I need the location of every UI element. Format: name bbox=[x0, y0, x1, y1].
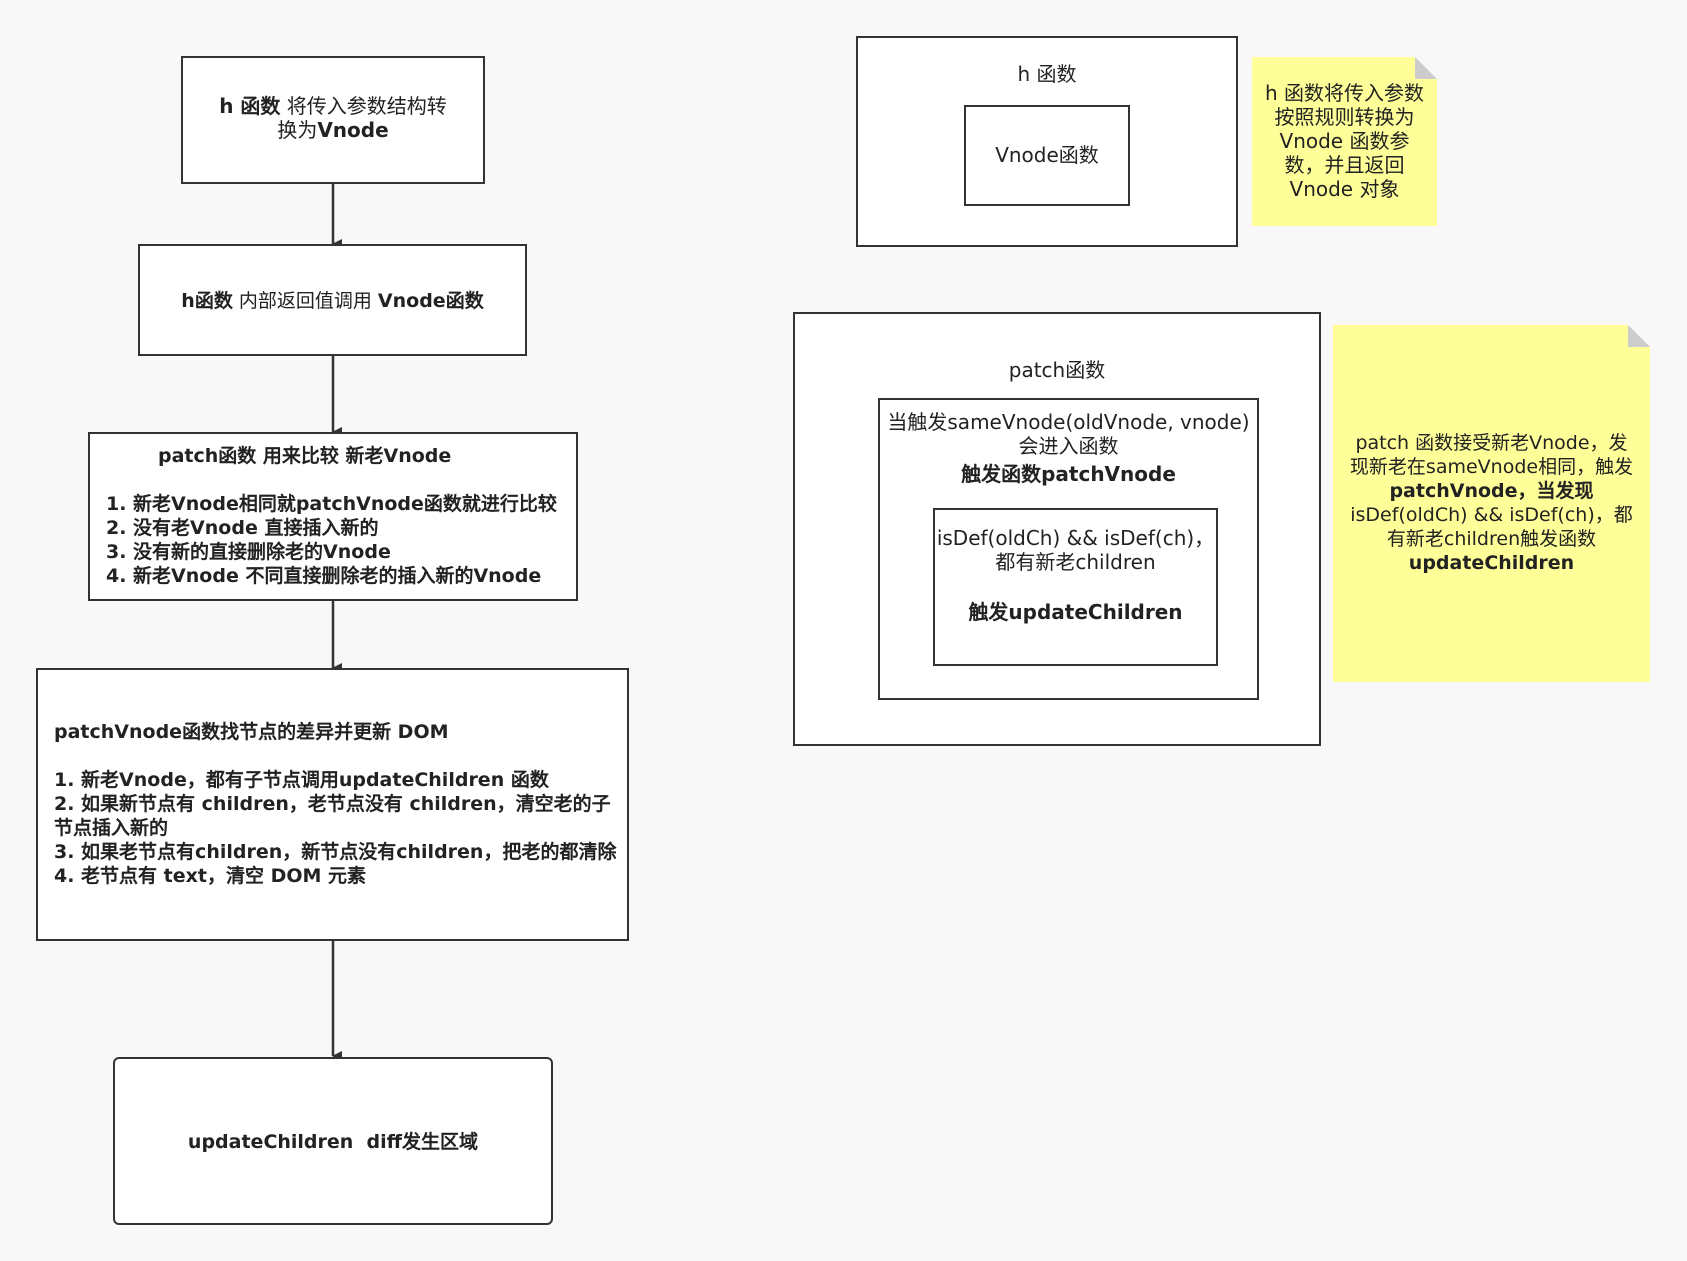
same-vnode-line-1: 当触发sameVnode(oldVnode, vnode) bbox=[887, 410, 1250, 434]
patch-panel-title: patch函数 bbox=[1008, 358, 1106, 382]
h-note-line-1: h 函数将传入参数 bbox=[1264, 81, 1425, 105]
vnode-fn-bold: Vnode函数 bbox=[377, 290, 484, 312]
note-fold bbox=[1415, 57, 1437, 79]
update-children-box[interactable]: updateChildren diff发生区域 bbox=[113, 1057, 553, 1225]
h-panel-title: h 函数 bbox=[1017, 62, 1077, 86]
update-children-text: updateChildren diff发生区域 bbox=[187, 1131, 479, 1153]
patch-vnode-rule-3: 3. 如果老节点有children，新节点没有children，把老的都清除 bbox=[54, 841, 617, 863]
patch-function-box[interactable]: patch函数 用来比较 新老Vnode 1. 新老Vnode相同就patchV… bbox=[88, 432, 578, 601]
patch-function-note: patch 函数接受新老Vnode，发 现新老在sameVnode相同，触发 p… bbox=[1333, 325, 1650, 682]
patch-note-line-6: updateChildren bbox=[1408, 552, 1575, 574]
patch-vnode-box[interactable]: patchVnode函数找节点的差异并更新 DOM 1. 新老Vnode，都有子… bbox=[36, 668, 629, 941]
same-vnode-line-2: 会进入函数 bbox=[1018, 434, 1119, 458]
patch-vnode-rule-1: 1. 新老Vnode，都有子节点调用updateChildren 函数 bbox=[54, 769, 549, 791]
trigger-patch-vnode: 触发函数patchVnode bbox=[961, 462, 1176, 486]
patch-note-line-2: 现新老在sameVnode相同，触发 bbox=[1349, 456, 1634, 478]
vnode-label: Vnode bbox=[317, 118, 389, 142]
h-function-desc: 将传入参数结构转 bbox=[280, 94, 447, 118]
patch-rule-4: 4. 新老Vnode 不同直接删除老的插入新的Vnode bbox=[106, 565, 542, 587]
h-returns-vnode-text: h函数 内部返回值调用 Vnode函数 bbox=[140, 289, 525, 313]
h-fn-bold: h函数 bbox=[181, 290, 233, 312]
patch-note-line-5: 有新老children触发函数 bbox=[1386, 528, 1597, 550]
vnode-function-box[interactable]: Vnode函数 bbox=[964, 105, 1130, 206]
patch-rule-2: 2. 没有老Vnode 直接插入新的 bbox=[106, 517, 379, 539]
h-note-line-4: 数，并且返回 bbox=[1284, 153, 1405, 177]
note-fold bbox=[1628, 325, 1650, 347]
patch-vnode-rule-2b: 节点插入新的 bbox=[54, 817, 169, 839]
h-note-line-5: Vnode 对象 bbox=[1289, 177, 1400, 201]
patch-function-panel[interactable]: patch函数 当触发sameVnode(oldVnode, vnode) 会进… bbox=[793, 312, 1321, 746]
h-function-desc2: 换为 bbox=[277, 118, 318, 142]
h-returns-vnode-box[interactable]: h函数 内部返回值调用 Vnode函数 bbox=[138, 244, 527, 356]
patch-vnode-rule-2: 2. 如果新节点有 children，老节点没有 children，清空老的子 bbox=[54, 793, 611, 815]
update-children-trigger-box[interactable]: isDef(oldCh) && isDef(ch)， 都有新老children … bbox=[933, 508, 1218, 666]
h-function-note: h 函数将传入参数 按照规则转换为 Vnode 函数参 数，并且返回 Vnode… bbox=[1252, 57, 1437, 226]
patch-rule-1: 1. 新老Vnode相同就patchVnode函数就进行比较 bbox=[106, 493, 557, 515]
patch-note-line-4: isDef(oldCh) && isDef(ch)，都 bbox=[1350, 504, 1633, 526]
patch-vnode-title: patchVnode函数找节点的差异并更新 DOM bbox=[54, 721, 449, 743]
patch-note-line-3: patchVnode，当发现 bbox=[1389, 480, 1594, 502]
same-vnode-box[interactable]: 当触发sameVnode(oldVnode, vnode) 会进入函数 触发函数… bbox=[878, 398, 1259, 700]
h-function-box-text: h 函数 将传入参数结构转换为Vnode bbox=[183, 94, 483, 142]
h-note-line-2: 按照规则转换为 bbox=[1274, 105, 1415, 129]
h-note-line-3: Vnode 函数参 bbox=[1279, 129, 1410, 153]
h-function-label: h 函数 bbox=[219, 94, 281, 118]
patch-function-title: patch函数 用来比较 新老Vnode bbox=[158, 445, 452, 467]
vnode-function-label: Vnode函数 bbox=[995, 143, 1099, 167]
patch-rule-3: 3. 没有新的直接删除老的Vnode bbox=[106, 541, 391, 563]
trigger-update-children: 触发updateChildren bbox=[968, 600, 1183, 624]
h-function-panel[interactable]: h 函数 Vnode函数 bbox=[856, 36, 1238, 247]
patch-vnode-rule-4: 4. 老节点有 text，清空 DOM 元素 bbox=[54, 865, 367, 887]
h-function-box[interactable]: h 函数 将传入参数结构转换为Vnode bbox=[181, 56, 485, 184]
h-fn-normal: 内部返回值调用 bbox=[232, 290, 378, 312]
isdef-line-1: isDef(oldCh) && isDef(ch)， bbox=[936, 526, 1215, 550]
patch-note-line-1: patch 函数接受新老Vnode，发 bbox=[1355, 432, 1628, 454]
isdef-line-2: 都有新老children bbox=[995, 550, 1156, 574]
